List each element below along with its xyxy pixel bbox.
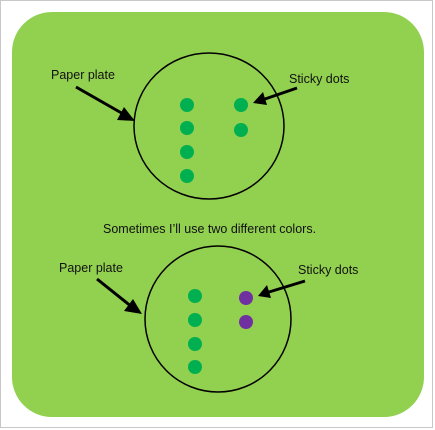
label-paper-plate-bottom: Paper plate [59,261,123,275]
sticky-dot [234,123,248,137]
arrowhead [117,107,135,121]
sticky-dot [234,98,248,112]
sticky-dot-purple [239,291,253,305]
sticky-dot-purple [239,315,253,329]
label-sticky-dots-bottom: Sticky dots [298,263,359,277]
arrow-sticky-dots-bottom [268,279,306,294]
sticky-dot [188,360,202,374]
sticky-dot [180,121,194,135]
label-sticky-dots-top: Sticky dots [289,72,350,86]
paper-plate-bottom [144,245,292,393]
arrowhead [124,299,142,314]
arrowhead [253,92,267,105]
green-background [12,12,424,417]
sticky-dot [188,337,202,351]
arrow-paper-plate-top [75,85,126,117]
sticky-dot [180,169,194,183]
sticky-dot [188,313,202,327]
arrowhead [258,285,271,298]
arrow-paper-plate-bottom [96,277,133,309]
paper-plate-top [133,52,285,200]
arrow-sticky-dots-top [264,86,298,101]
sticky-dot [188,289,202,303]
label-paper-plate-top: Paper plate [51,68,115,82]
sticky-dot [180,98,194,112]
caption: Sometimes I’ll use two different colors. [103,222,317,236]
sticky-dot [180,145,194,159]
